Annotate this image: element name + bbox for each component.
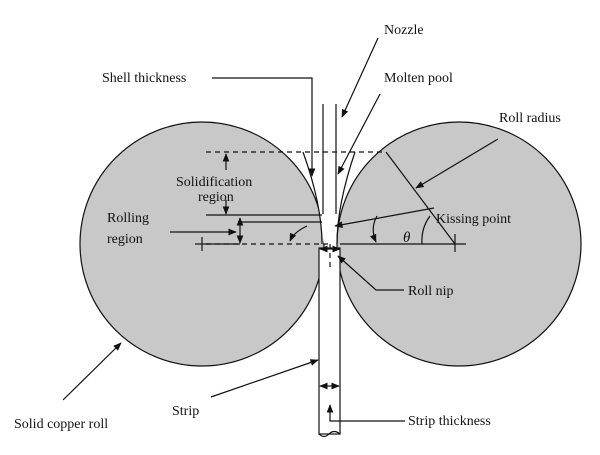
roll-radius-leader bbox=[415, 138, 499, 189]
nozzle-leader bbox=[341, 37, 379, 118]
strip-thickness-label: Strip thickness bbox=[408, 414, 491, 429]
roll-nip-leader bbox=[337, 255, 404, 291]
strip-thickness-leader bbox=[326, 404, 405, 422]
nozzle-label: Nozzle bbox=[384, 23, 424, 38]
strip-bottom-break bbox=[318, 430, 341, 438]
kissing-point-label: Kissing point bbox=[436, 212, 511, 227]
roll-radius-line bbox=[385, 151, 456, 245]
shell-thickness-label: Shell thickness bbox=[102, 71, 186, 86]
molten-pool-region bbox=[312, 152, 346, 244]
roll-radius-label: Roll radius bbox=[499, 111, 561, 126]
solid-copper-roll-label: Solid copper roll bbox=[14, 417, 108, 432]
molten-pool-leader bbox=[337, 93, 381, 175]
solid-copper-roll-leader bbox=[62, 342, 122, 401]
kissing-point-leader bbox=[334, 207, 435, 228]
strip-label: Strip bbox=[172, 404, 199, 419]
roll-nip-label: Roll nip bbox=[408, 284, 454, 299]
molten-pool-label: Molten pool bbox=[384, 71, 453, 86]
solidification-region-label-line1: Solidification bbox=[176, 175, 252, 190]
left-shell-boundary bbox=[302, 151, 323, 245]
shell-thickness-leader bbox=[212, 77, 316, 177]
solidification-region-label-line2: region bbox=[198, 190, 234, 205]
left-roll-rotation-arrow bbox=[289, 225, 308, 242]
right-shell-boundary bbox=[336, 151, 356, 245]
theta-label: θ bbox=[403, 230, 411, 246]
rolling-region-label-line2: region bbox=[107, 232, 143, 247]
theta-arc bbox=[421, 215, 431, 245]
rolling-region-label-line1: Rolling bbox=[107, 211, 149, 226]
strip-leader bbox=[210, 359, 319, 398]
